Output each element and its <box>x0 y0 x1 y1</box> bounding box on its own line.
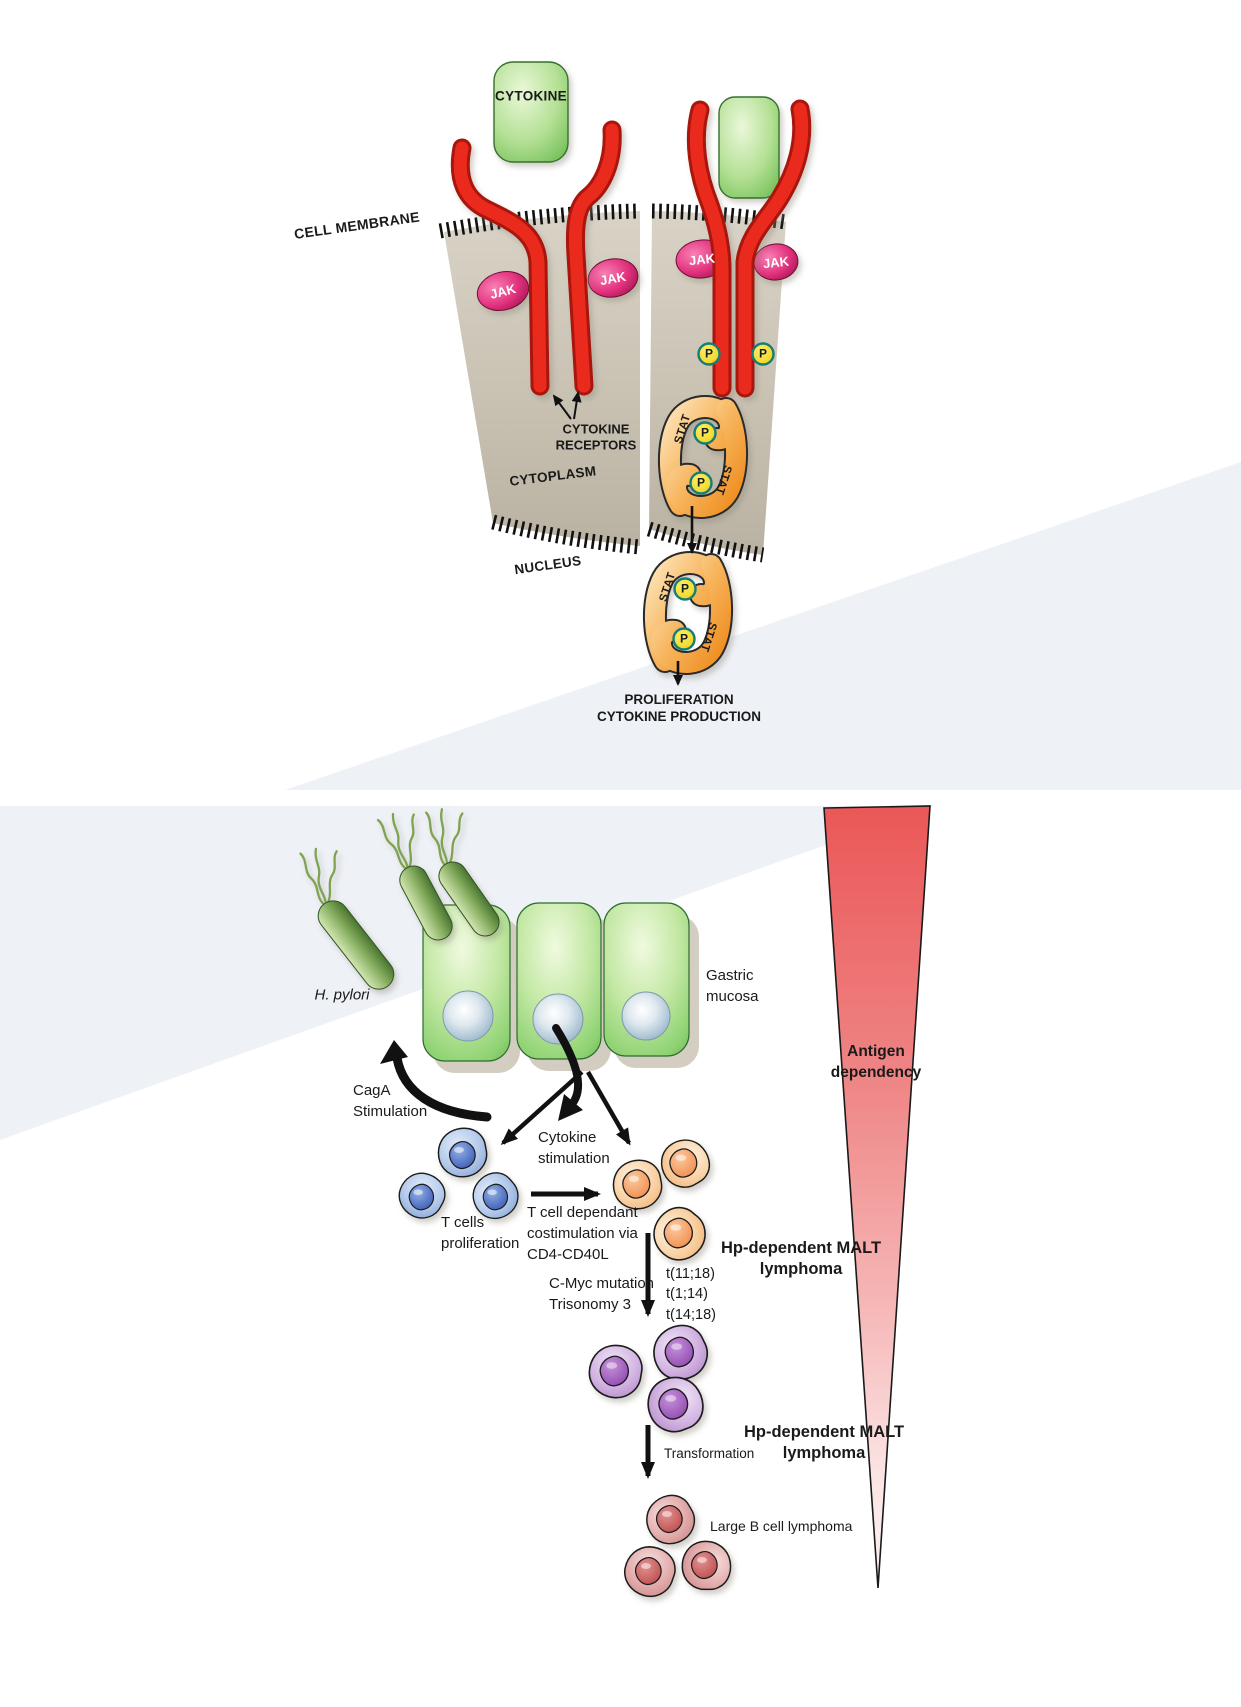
phospho-label-1: P <box>704 346 714 361</box>
large-b-cell-label: Large B cell lymphoma <box>710 1518 853 1534</box>
phospho-label-3: P <box>700 425 710 440</box>
h-pylori-bacteria <box>299 806 500 990</box>
cytokine-receptor-bound-pair <box>686 99 812 398</box>
antigen-dependency-label: Antigen dependency <box>830 1043 922 1081</box>
panel1-jak-stat <box>438 61 812 686</box>
phospho-label-2: P <box>758 346 768 361</box>
outcome-label: PROLIFERATION CYTOKINE PRODUCTION <box>596 692 762 724</box>
phospho-label-5: P <box>680 581 690 596</box>
cytokine-molecule-free <box>493 61 569 163</box>
nuclear-envelope-hatch <box>491 514 765 563</box>
caga-stimulation-label: CagA Stimulation <box>353 1082 428 1120</box>
panel2-arrows <box>380 1024 655 1479</box>
jak-label-3: JAK <box>688 250 716 269</box>
t-cells-proliferation-label: T cells proliferation <box>441 1214 520 1252</box>
cytokine-receptor-left-pair <box>450 120 622 396</box>
caga-feedback-arrow <box>392 1053 492 1122</box>
phospho-label-6: P <box>679 631 689 646</box>
hp-malt-label-1: Hp-dependent MALT lymphoma <box>720 1239 882 1278</box>
t-cells <box>389 1127 527 1228</box>
cytokine-molecule-bound <box>718 96 780 199</box>
b-cells-orange <box>612 1132 717 1271</box>
stat-dimer-cytoplasm <box>658 395 748 519</box>
panel2-malt-lymphoma <box>299 805 931 1606</box>
gastric-mucosa-cells <box>422 902 699 1073</box>
panel1-arrows <box>552 391 697 686</box>
cytokine-release-arrow <box>552 1024 583 1108</box>
cytokine-label: CYTOKINE <box>495 88 567 104</box>
phospho-label-4: P <box>696 475 706 490</box>
jak-label-4: JAK <box>762 253 790 272</box>
c-myc-label: C-Myc mutation Trisonomy 3 <box>549 1275 655 1313</box>
h-pylori-label: H. pylori <box>314 986 370 1004</box>
costimulation-label: T cell dependant costimulation via CD4-C… <box>527 1204 638 1263</box>
malt-cells-purple <box>581 1319 714 1437</box>
hp-malt-label-2: Hp-dependent MALT lymphoma <box>743 1423 905 1462</box>
cytokine-stimulation-label: Cytokine stimulation <box>538 1129 610 1167</box>
large-b-cells-red <box>615 1488 736 1606</box>
antigen-dependency-triangle <box>823 805 931 1589</box>
gastric-mucosa-label: Gastric mucosa <box>706 967 759 1005</box>
cytokine-receptors-label: CYTOKINE RECEPTORS <box>555 421 637 452</box>
transformation-label: Transformation <box>664 1446 755 1461</box>
stat-dimer-nucleus <box>643 551 733 675</box>
translocations-label: t(11;18) t(1;14) t(14;18) <box>666 1266 716 1323</box>
phospho-circles <box>672 342 775 651</box>
